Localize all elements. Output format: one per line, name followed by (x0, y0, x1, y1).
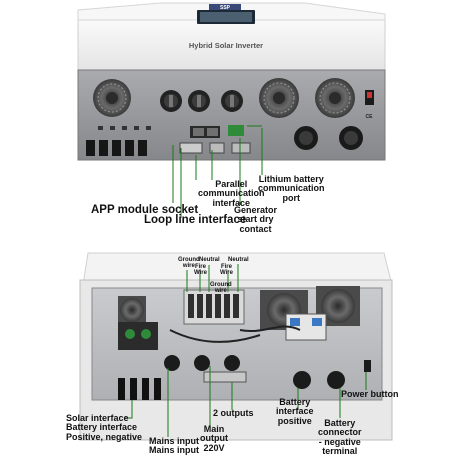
callout-line: Neutral (199, 257, 220, 263)
dry-contact-terminal (228, 125, 244, 136)
callout-neutral-2: Neutral (228, 257, 249, 263)
callout-line: Parallel (215, 179, 248, 189)
callout-mains-input: Mains input Mains input (149, 436, 199, 456)
top-inverter-unit: SSP Hybrid Solar Inverter CE (77, 2, 386, 161)
top-mc4-connectors (86, 140, 147, 156)
callout-fire-wire-2: Fire Wire (220, 264, 233, 277)
callout-line: Battery (279, 397, 311, 407)
callout-line: communication (258, 183, 325, 194)
bottom-round-ports (164, 355, 240, 371)
callout-lithium-battery-communication: Lithium battery communication port (258, 174, 325, 203)
inner-fan-1 (118, 296, 146, 324)
callout-line: Fire (194, 264, 206, 270)
callout-parallel-communication: Parallel communication interface (198, 179, 265, 208)
leader-lines (125, 125, 367, 437)
bottom-power-switch (364, 360, 371, 372)
callout-line: terminal (322, 446, 358, 457)
callout-line: contact (239, 223, 272, 234)
callout-solar-battery-interface: Solar interface Battery interface Positi… (66, 413, 143, 442)
right-fan-vent-1 (259, 78, 299, 118)
callout-line: Mains input (149, 445, 199, 456)
callout-line: Battery interface (66, 422, 138, 433)
inner-fan-3 (316, 286, 360, 326)
callout-line: Lithium battery (258, 174, 324, 184)
callout-fire-wire-1: Fire Wire (194, 264, 207, 277)
callout-line: interface (276, 406, 314, 417)
bottom-comm-ports (203, 371, 247, 383)
callout-loop-line-interface: Loop line interface (144, 214, 247, 226)
callout-line: Main (203, 424, 225, 434)
brand-logo-plate (209, 4, 241, 10)
callout-line: Wire (220, 270, 233, 277)
ce-mark: CE (366, 114, 374, 120)
callout-line: Ground (210, 282, 232, 288)
indicator-row (98, 126, 151, 130)
callout-line: Wire (194, 270, 207, 277)
callout-line: interface (212, 197, 251, 208)
callout-ground-wire-2: Ground wire (210, 282, 232, 295)
ac-port-3 (221, 90, 243, 112)
callout-line: Generator (234, 205, 278, 215)
callout-line: - negative (318, 436, 361, 447)
parallel-port (179, 142, 203, 154)
callout-neutral-1: Neutral (199, 257, 220, 263)
callout-line: connector (318, 427, 362, 438)
callout-line: wire (182, 263, 195, 270)
ac-port-1 (160, 90, 182, 112)
terminal-screws (188, 294, 239, 318)
pv-input-board (118, 322, 158, 350)
db9-port-2 (231, 142, 251, 154)
ac-port-2 (188, 90, 210, 112)
product-name-text: Hybrid Solar Inverter (189, 41, 263, 50)
callout-line: port (282, 192, 301, 203)
callout-line: Battery (324, 418, 356, 428)
callout-line: Neutral (228, 257, 249, 263)
left-fan-vent (93, 79, 131, 117)
callout-line: 220V (203, 442, 225, 453)
db9-port-1 (209, 142, 225, 154)
bottom-mc4-cables (118, 378, 161, 400)
callout-generator-dry-contact: Generator start dry contact (234, 205, 278, 234)
callout-battery-interface-positive: Battery interface positive (276, 397, 314, 426)
callout-two-outputs: 2 outputs (213, 408, 254, 418)
callout-ground-wire-1: Ground wire (178, 257, 200, 270)
brand-logo-text: SSP (220, 5, 231, 11)
callout-line: Mains input (149, 436, 199, 446)
callout-main-output: Main output 220V (200, 424, 228, 453)
callout-line: Ground (178, 257, 200, 263)
callout-line: communication (198, 188, 265, 199)
callout-line: output (200, 433, 228, 444)
callout-line: Fire (220, 264, 232, 270)
right-fan-vent-2 (315, 78, 355, 118)
callout-app-module-socket: APP module socket (91, 204, 199, 216)
callout-line: wire (214, 288, 227, 295)
callout-line: Solar interface (66, 413, 129, 423)
bottom-battery-terminals (293, 371, 345, 389)
callout-line: Positive, negative (66, 431, 143, 442)
top-battery-terminals (294, 126, 363, 150)
callout-line: start dry (237, 214, 274, 225)
callout-line: positive (277, 415, 312, 426)
callout-battery-negative-terminal: Battery connector - negative terminal (318, 418, 362, 457)
callout-power-button: Power button (341, 389, 399, 399)
